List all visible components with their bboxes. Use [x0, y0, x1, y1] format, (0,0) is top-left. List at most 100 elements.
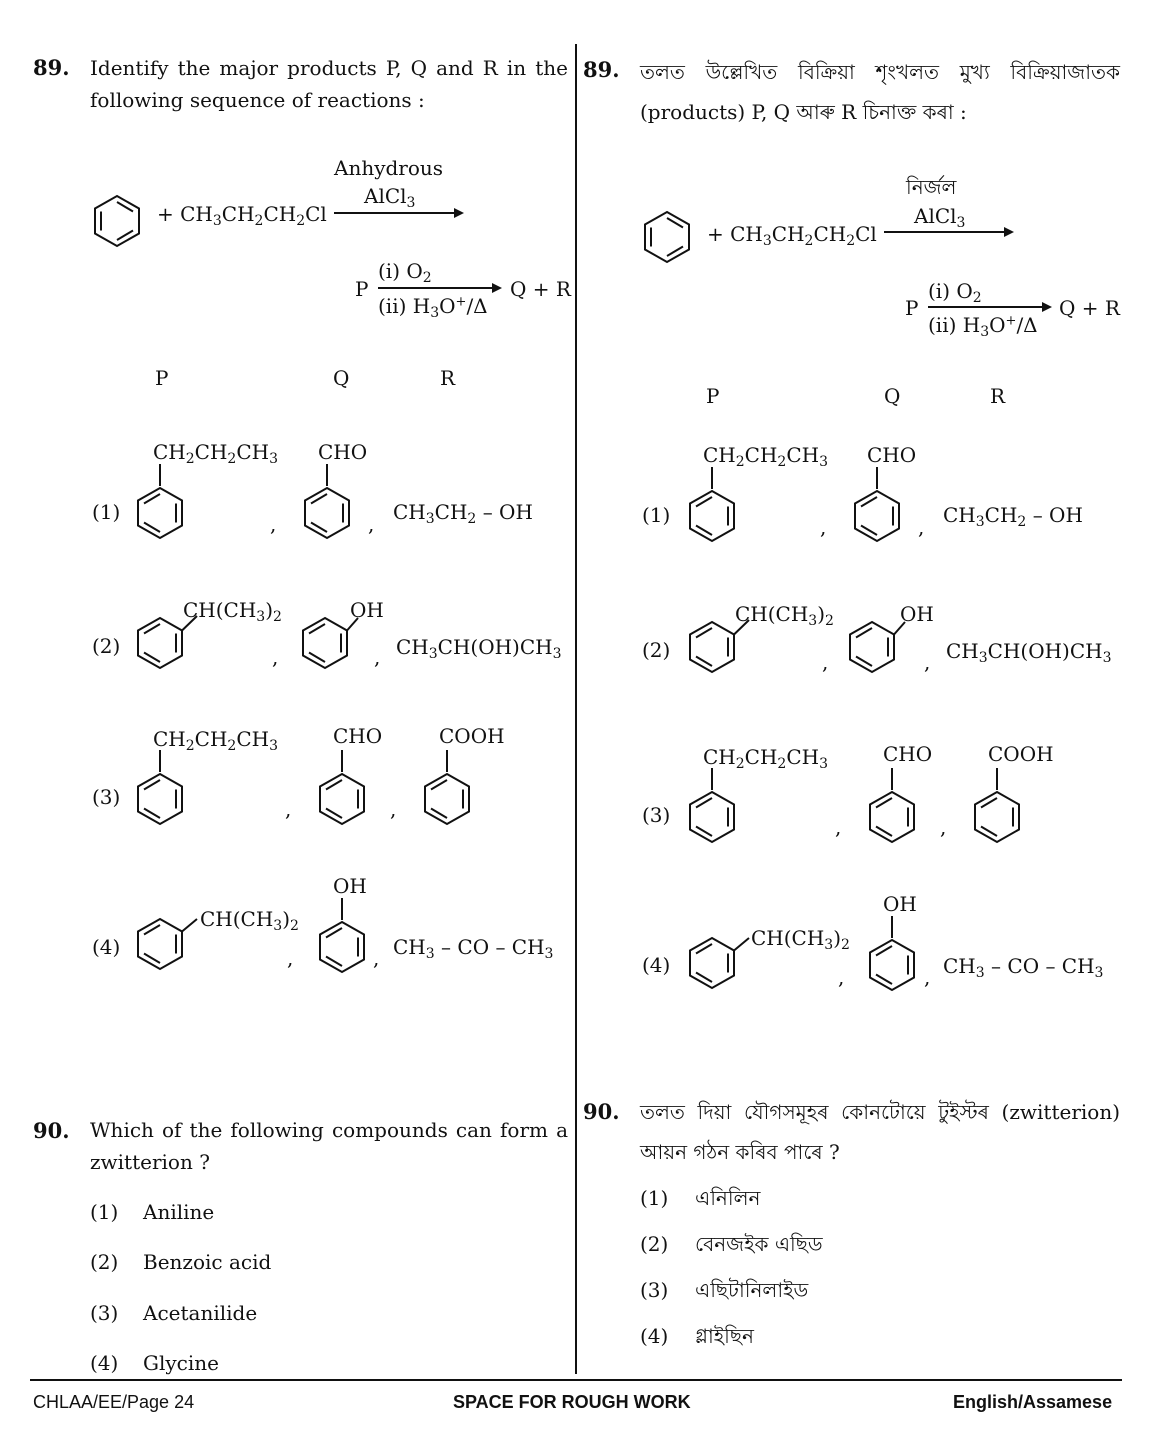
assamese-option-4-q-substituent: OH [883, 892, 917, 916]
footer-rough-work: SPACE FOR ROUGH WORK [453, 1392, 691, 1412]
assamese-option-1-number: (1) [642, 503, 671, 527]
benzene-ring-reactant [94, 194, 140, 248]
comma: , [918, 515, 925, 539]
assamese-option-2-r: CH3CH(OH)CH3 [946, 639, 1112, 666]
q90-option-1-text: Aniline [143, 1200, 215, 1224]
comma: , [374, 645, 381, 669]
assamese-question-89-text: তলত উল্লেখিত বিক্রিয়া শৃংখলত মুখ্য বিক্… [640, 60, 1120, 124]
assamese-q90-option-1-text: এনিলিন [695, 1186, 761, 1210]
q90-option-2-number: (2) [90, 1250, 119, 1274]
assamese-reagent-anhydrous: নির্জল [906, 175, 957, 199]
benzene-ring [319, 898, 365, 974]
reagent-anhydrous: Anhydrous [334, 156, 444, 180]
footer-rule [30, 1379, 1122, 1381]
option-2-p-substituent: CH(CH3)2 [183, 598, 282, 625]
comma: , [287, 946, 294, 970]
assamese-option-4-r: CH3 – CO – CH3 [943, 954, 1104, 981]
step2-reagent-h3o: (ii) H3O+/Δ [378, 294, 488, 321]
assamese-question-90-number: 90. [583, 1099, 620, 1124]
option-3-r-substituent: COOH [439, 724, 505, 748]
assamese-q90-option-4-text: গ্লাইছিন [695, 1324, 754, 1348]
comma: , [820, 515, 827, 539]
column-divider [575, 44, 577, 1374]
reaction-arrow-1 [334, 208, 464, 218]
header-r: R [440, 366, 456, 390]
benzene-ring [137, 615, 198, 670]
assamese-option-3-r-substituent: COOH [988, 742, 1054, 766]
benzene-ring [869, 916, 915, 992]
assamese-header-r: R [990, 384, 1006, 408]
assamese-header-p: P [706, 384, 720, 408]
benzene-ring [137, 464, 183, 540]
benzene-ring [689, 768, 735, 844]
step2-p: P [355, 277, 369, 301]
option-1-number: (1) [92, 500, 121, 524]
header-p: P [155, 366, 169, 390]
benzene-ring [137, 917, 198, 971]
assamese-header-q: Q [884, 384, 901, 408]
benzene-ring [689, 467, 735, 543]
comma: , [270, 512, 277, 536]
assamese-option-4-p-substituent: CH(CH3)2 [751, 926, 850, 953]
option-3-p-substituent: CH2CH2CH3 [153, 727, 279, 754]
q90-option-1-number: (1) [90, 1200, 119, 1224]
comma: , [838, 965, 845, 989]
assamese-option-3-q-substituent: CHO [883, 742, 933, 766]
step2-products: Q + R [510, 277, 571, 301]
option-2-r: CH3CH(OH)CH3 [396, 635, 562, 662]
benzene-ring [137, 750, 183, 826]
assamese-q90-option-3-number: (3) [640, 1278, 669, 1302]
assamese-step2-reagent-o2: (i) O2 [928, 279, 982, 306]
option-1-q-substituent: CHO [318, 440, 368, 464]
assamese-step2-p: P [905, 296, 919, 320]
assamese-step2-reagent-h3o: (ii) H3O+/Δ [928, 313, 1038, 340]
assamese-question-89-number: 89. [583, 57, 620, 82]
assamese-question-90-text: তলত দিয়া যৌগসমূহৰ কোনটোয়ে টুইস্টৰ (zwi… [640, 1100, 1120, 1164]
comma: , [940, 815, 947, 839]
assamese-reactant: + CH3CH2CH2Cl [707, 222, 877, 249]
assamese-option-2-p-substituent: CH(CH3)2 [735, 602, 834, 629]
assamese-q90-option-3-text: এছিটানিলাইড [695, 1278, 809, 1302]
comma: , [924, 650, 931, 674]
assamese-option-2-q-substituent: OH [900, 602, 934, 626]
benzene-ring [319, 750, 365, 826]
header-q: Q [333, 366, 350, 390]
comma: , [822, 650, 829, 674]
assamese-option-2-number: (2) [642, 638, 671, 662]
assamese-option-1-r: CH3CH2 – OH [943, 503, 1083, 530]
footer-page-code: CHLAA/EE/Page 24 [33, 1392, 195, 1412]
assamese-option-4-number: (4) [642, 953, 671, 977]
option-4-number: (4) [92, 935, 121, 959]
comma: , [390, 797, 397, 821]
comma: , [835, 815, 842, 839]
option-1-p-substituent: CH2CH2CH3 [153, 440, 279, 467]
assamese-q90-option-1-number: (1) [640, 1186, 669, 1210]
assamese-option-1-q-substituent: CHO [867, 443, 917, 467]
assamese-q90-option-2-number: (2) [640, 1232, 669, 1256]
option-2-number: (2) [92, 634, 121, 658]
benzene-ring-reactant [644, 210, 690, 264]
footer-language: English/Assamese [953, 1392, 1113, 1412]
reaction-arrow-1 [884, 227, 1014, 237]
benzene-ring [869, 768, 915, 844]
benzene-ring [689, 619, 750, 674]
q90-option-3-number: (3) [90, 1301, 119, 1325]
reagent-alcl3: AlCl3 [364, 184, 416, 211]
q90-option-2-text: Benzoic acid [143, 1250, 272, 1274]
step2-reagent-o2: (i) O2 [378, 259, 432, 286]
comma: , [272, 645, 279, 669]
q90-option-4-number: (4) [90, 1351, 119, 1375]
q90-option-4-text: Glycine [143, 1351, 219, 1375]
benzene-ring [849, 620, 906, 674]
assamese-option-3-number: (3) [642, 803, 671, 827]
benzene-ring [689, 936, 750, 990]
reaction-arrow-2 [928, 302, 1052, 312]
question-90-text: Which of the following compounds can for… [90, 1118, 568, 1174]
q90-option-3-text: Acetanilide [143, 1301, 258, 1325]
comma: , [285, 797, 292, 821]
assamese-q90-option-4-number: (4) [640, 1324, 669, 1348]
assamese-option-1-p-substituent: CH2CH2CH3 [703, 443, 829, 470]
comma: , [368, 512, 375, 536]
benzene-ring [974, 768, 1020, 844]
option-4-p-substituent: CH(CH3)2 [200, 907, 299, 934]
